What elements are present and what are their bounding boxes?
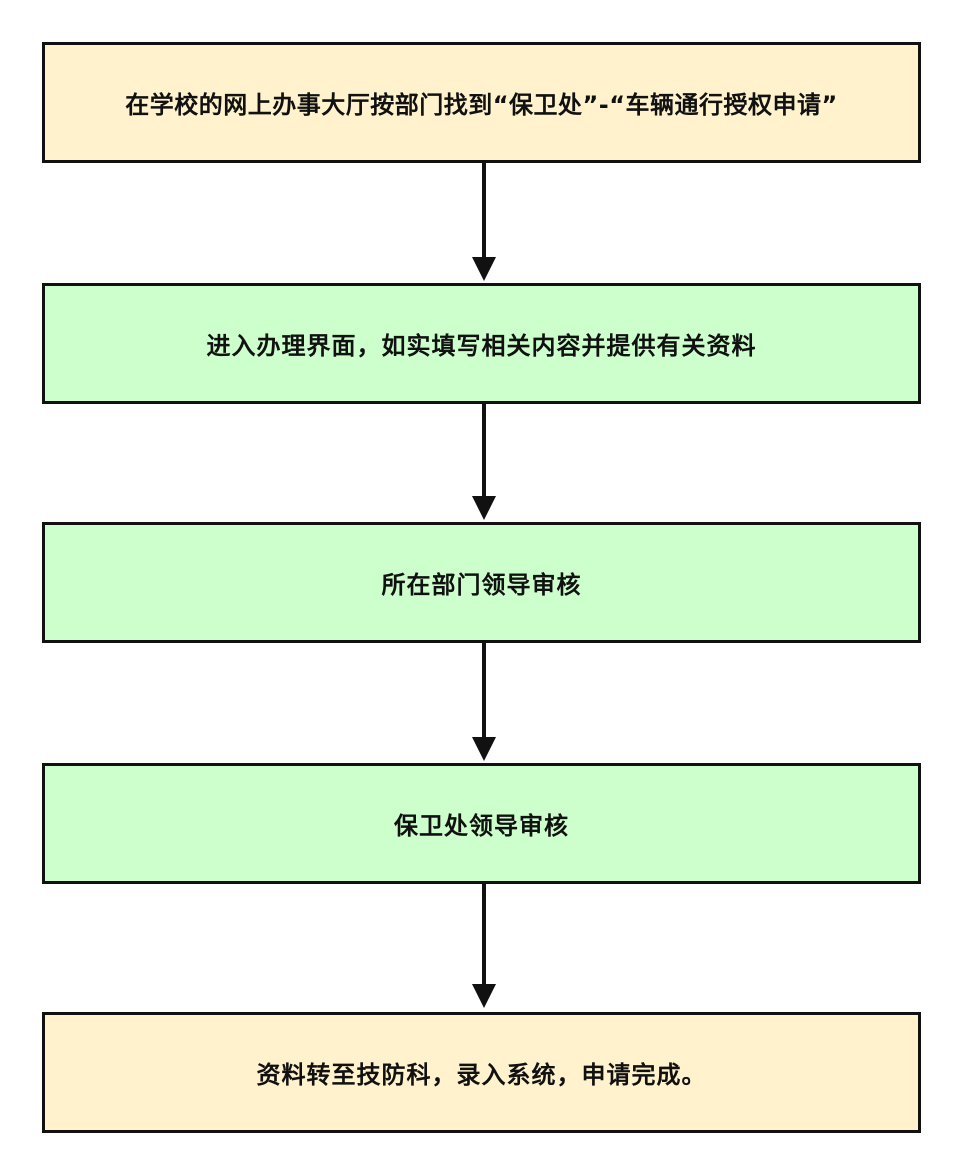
start-node-find-application: 在学校的网上办事大厅按部门找到“保卫处”-“车辆通行授权申请” <box>42 42 921 163</box>
start-node-label: 在学校的网上办事大厅按部门找到“保卫处”-“车辆通行授权申请” <box>125 91 838 119</box>
process-node-fill-form-label: 进入办理界面，如实填写相关内容并提供有关资料 <box>206 332 757 360</box>
process-node-security-review: 保卫处领导审核 <box>42 763 921 884</box>
arrow-down-3 <box>472 643 496 761</box>
arrow-down-4 <box>472 884 496 1008</box>
process-node-department-review: 所在部门领导审核 <box>42 522 921 643</box>
arrow-down-2 <box>472 404 496 520</box>
process-node-fill-form: 进入办理界面，如实填写相关内容并提供有关资料 <box>42 283 921 404</box>
process-node-security-review-label: 保卫处领导审核 <box>394 812 569 840</box>
end-node-label: 资料转至技防科，录入系统，申请完成。 <box>256 1061 707 1089</box>
process-node-department-review-label: 所在部门领导审核 <box>381 571 582 599</box>
arrow-down-1 <box>472 163 496 281</box>
end-node-application-complete: 资料转至技防科，录入系统，申请完成。 <box>42 1012 921 1133</box>
